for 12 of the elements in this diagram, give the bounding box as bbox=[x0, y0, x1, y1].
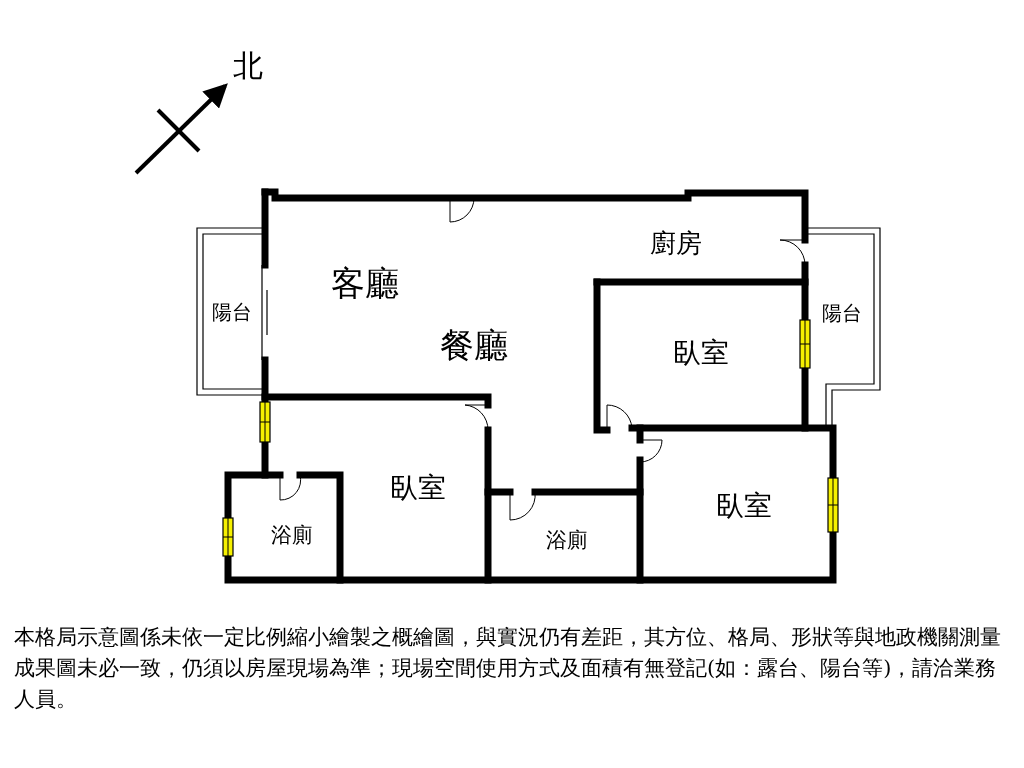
room-label: 廚房 bbox=[650, 230, 702, 256]
room-label: 陽台 bbox=[212, 302, 252, 322]
room-label: 臥室 bbox=[716, 492, 772, 520]
room-label: 臥室 bbox=[673, 339, 729, 367]
room-label: 餐廳 bbox=[440, 328, 508, 362]
room-label: 臥室 bbox=[390, 474, 446, 502]
compass-label: 北 bbox=[233, 51, 263, 81]
room-label: 浴廁 bbox=[271, 524, 313, 546]
room-label: 浴廁 bbox=[546, 529, 588, 551]
room-label: 客廳 bbox=[331, 266, 399, 300]
disclaimer-caption: 本格局示意圖係未依一定比例縮小繪製之概繪圖，與實況仍有差距，其方位、格局、形狀等與地政機關測量成果圖未必一致，仍須以房屋現場為準；現場空間使用方式及面積有無登記(如：露台、陽台等)，請洽業務人員。 bbox=[14, 624, 1002, 713]
room-label: 陽台 bbox=[822, 303, 862, 323]
